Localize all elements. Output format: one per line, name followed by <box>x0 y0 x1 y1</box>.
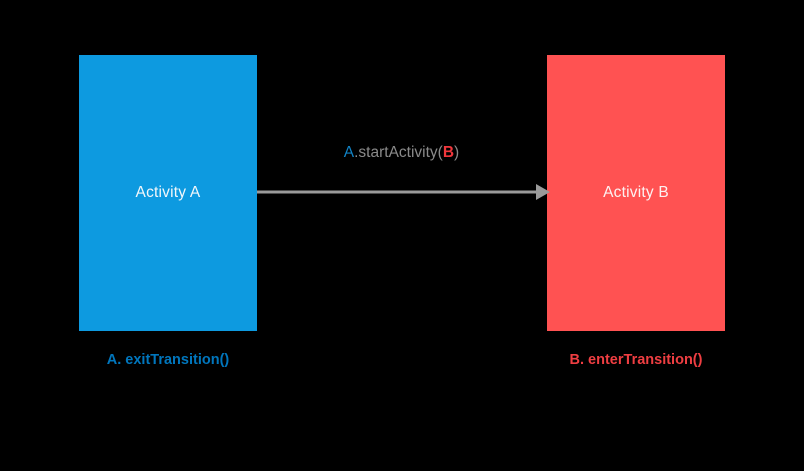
activity-b-box[interactable]: Activity B <box>547 55 725 331</box>
activity-b-caption: B. enterTransition() <box>569 352 703 368</box>
activity-a-box[interactable]: Activity A <box>79 55 257 331</box>
start-activity-arrow-icon <box>257 184 550 200</box>
activity-a-caption: A. exitTransition() <box>106 352 230 368</box>
call-label-token-method: .startActivity( <box>354 144 443 161</box>
call-label-token-close-paren: ) <box>454 144 460 161</box>
call-label-token-argument: B <box>442 144 455 161</box>
activity-a-label: Activity A <box>135 184 201 202</box>
start-activity-call-label: A.startActivity(B) <box>257 145 546 161</box>
call-label-token-receiver: A <box>343 144 355 161</box>
activity-b-label: Activity B <box>603 184 669 202</box>
